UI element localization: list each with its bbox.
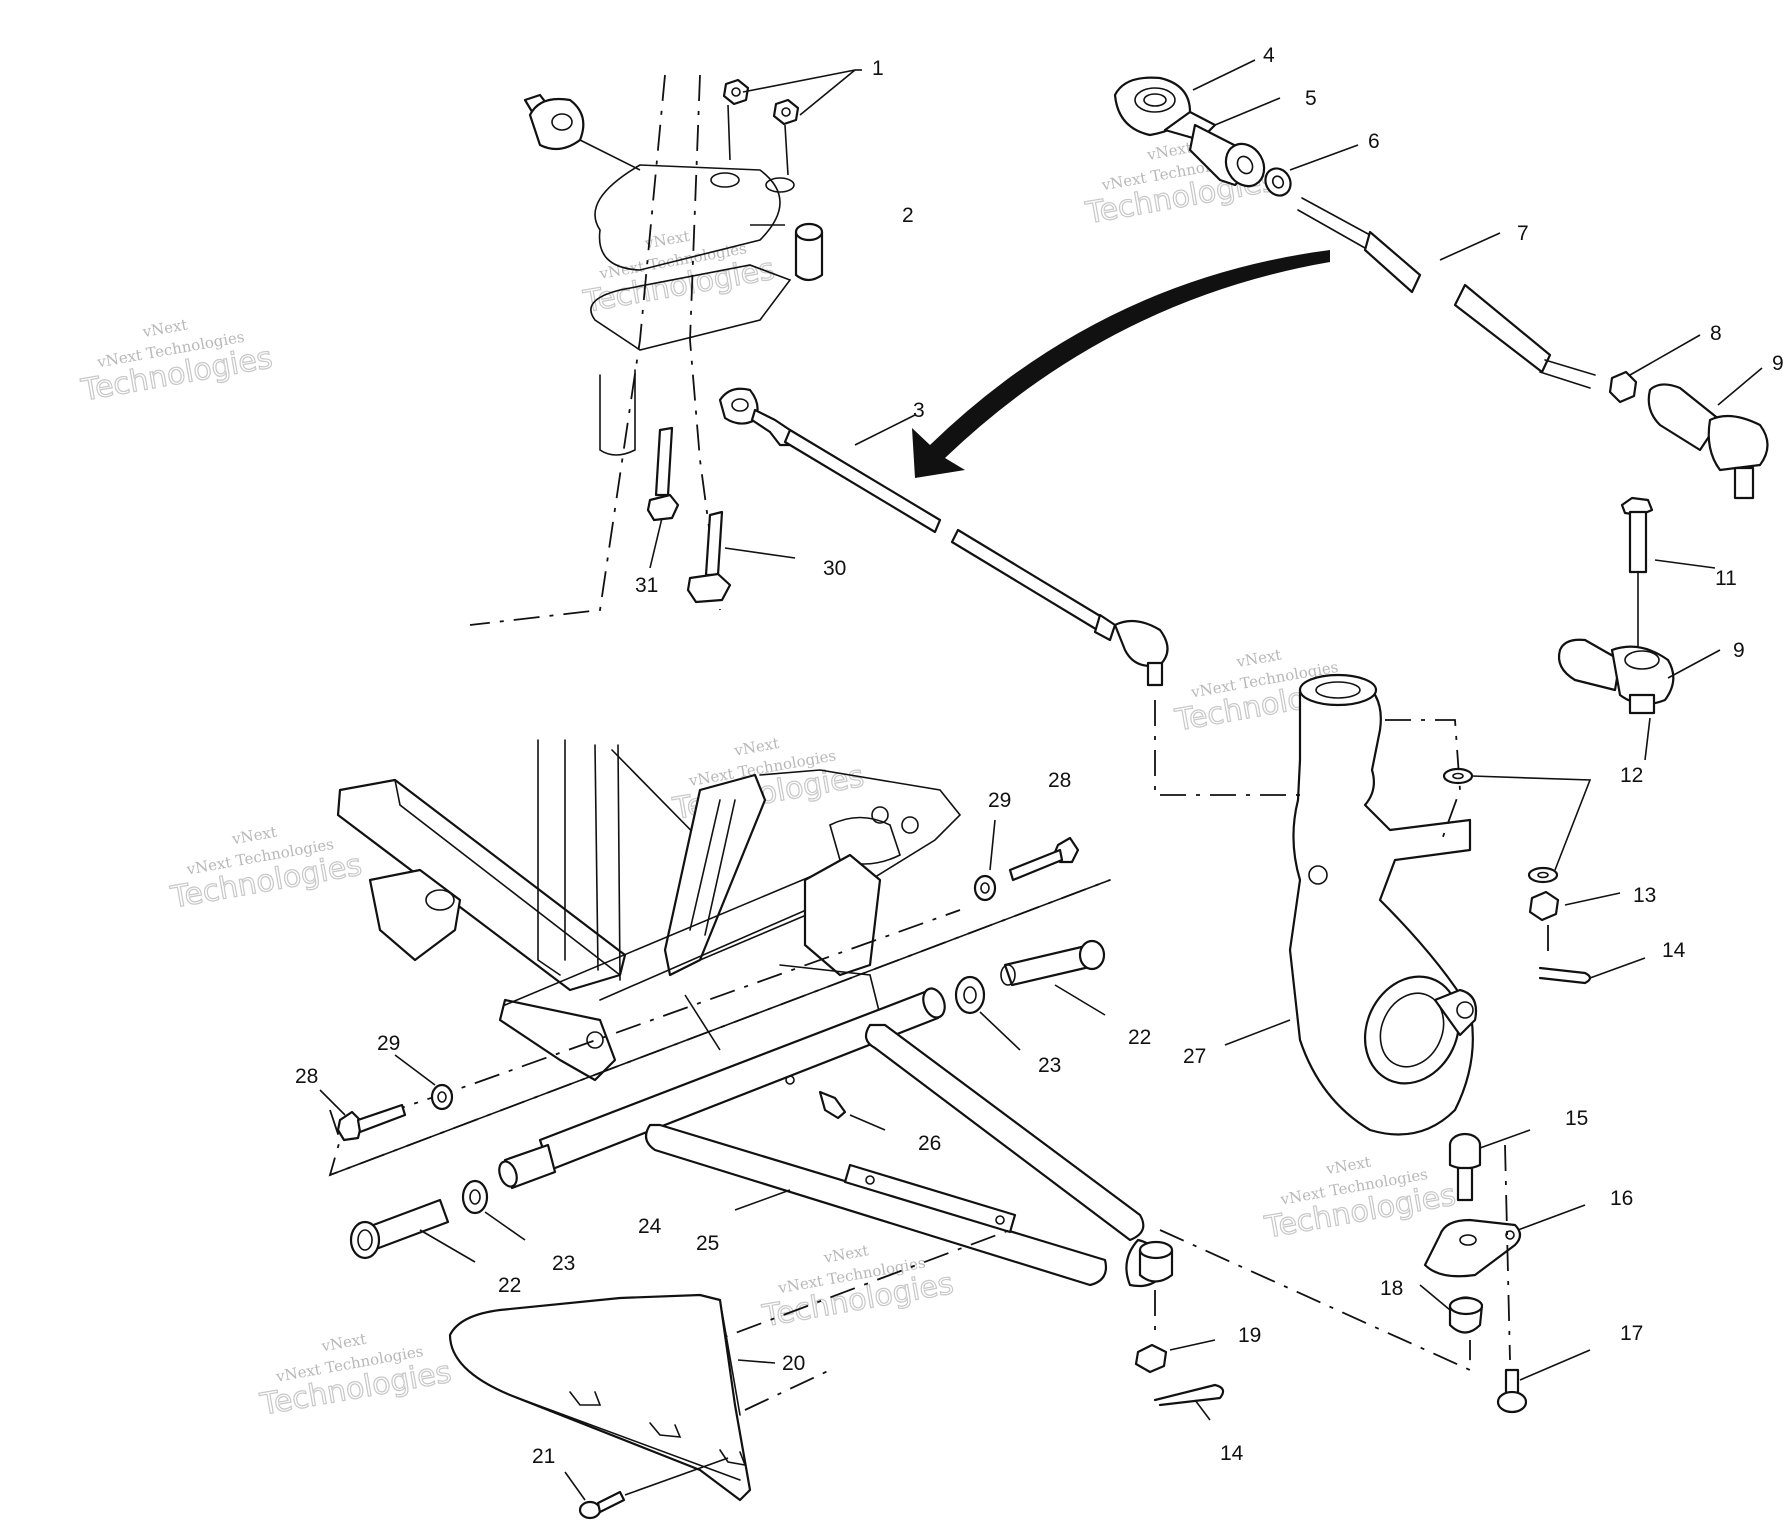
callout-14-lower: 14 [1220,1442,1244,1465]
part-5-sleeve [1188,123,1266,188]
pivot-axis-lines [328,879,1471,1372]
callout-20: 20 [782,1352,805,1375]
callout-22-rear: 22 [1128,1026,1151,1049]
callout-4: 4 [1263,44,1275,67]
rod-end-upper [523,93,641,171]
part-14-cotter-pin-upper [1538,966,1592,985]
part-17-screw [1496,1349,1591,1414]
part-30-bolt [686,510,796,604]
callout-28-front: 28 [295,1065,318,1088]
part-28-bolt-front [319,1089,407,1142]
callout-19: 19 [1238,1324,1261,1347]
part-28-bolt-rear [1008,836,1080,882]
part-15-bolt [1448,1129,1531,1202]
watermark-top: vNext [732,734,780,760]
frame-structure [336,739,962,1082]
part-25-a-arm [644,1023,1167,1288]
watermark-top: vNext [230,823,278,849]
callout-labels: 1 2 3 4 5 6 7 8 9 9 11 12 13 14 14 15 16… [295,44,1784,1468]
callout-31: 31 [635,574,658,597]
callout-6: 6 [1368,130,1380,153]
callout-27: 27 [1183,1045,1206,1068]
callout-21: 21 [532,1445,555,1468]
callout-29-rear: 29 [988,789,1011,812]
part-31-bolt [646,426,680,569]
part-20-skid-plate [448,1293,831,1502]
watermark: vNext vNext Technologies Technologies [256,1330,454,1424]
part-14-cotter-pin-lower [1153,1383,1225,1421]
callout-2: 2 [902,204,914,227]
callout-7: 7 [1517,222,1529,245]
callout-12: 12 [1620,764,1643,787]
part-23-washer-front [461,1179,526,1241]
callout-13: 13 [1633,884,1656,907]
part-29-washer-front [394,1054,454,1111]
callout-16: 16 [1610,1187,1633,1210]
watermark-top: vNext [140,315,188,341]
callout-26: 26 [918,1132,941,1155]
part-22-bushing-rear [1000,939,1106,1016]
callout-9-upper: 9 [1772,352,1784,375]
watermark: vNext vNext Technologies Technologies [580,227,778,321]
part-13-castle-nut [1528,890,1560,960]
callout-11: 11 [1715,567,1737,590]
steering-post-phantom [469,74,795,626]
part-27-steering-knuckle [1154,673,1478,1136]
callout-29-front: 29 [377,1032,400,1055]
callout-24: 24 [638,1215,662,1238]
callout-28-rear: 28 [1048,769,1071,792]
part-12-washer [1442,767,1592,884]
callout-3: 3 [913,399,925,422]
part-21-screw [564,1457,729,1520]
part-11-bolt [1620,496,1654,648]
watermark: vNext vNext Technologies Technologies [167,823,365,917]
part-7-adjuster-tube [1297,197,1596,389]
part-16-plate [1423,1144,1586,1361]
watermark: vNext vNext Technologies Technologies [759,1241,957,1335]
callout-14-upper: 14 [1662,939,1686,962]
part-3-tie-rod [718,387,1169,687]
part-26-grease-fitting [785,1075,886,1131]
part-23-washer-rear [954,975,1021,1051]
part-9-ball-joint-lower [1557,638,1675,715]
part-8-jam-nut [1608,370,1638,404]
part-24-pivot-tube [498,987,946,1190]
watermark-top: vNext [319,1330,367,1356]
callout-30: 30 [823,557,846,580]
direction-arrow [912,250,1330,478]
callout-8: 8 [1710,322,1722,345]
watermark-top: vNext [1234,646,1282,672]
part-1-nuts [722,78,800,176]
callout-17: 17 [1620,1322,1643,1345]
callout-15: 15 [1565,1107,1588,1130]
part-6-jam-nut [1264,167,1292,197]
callout-9-lower: 9 [1733,639,1745,662]
watermark: vNext vNext Technologies Technologies [78,315,276,409]
callout-23-front: 23 [552,1252,575,1275]
part-19-castle-nut [1134,1240,1216,1374]
watermark-top: vNext [821,1241,869,1267]
callout-18: 18 [1380,1277,1403,1300]
callout-25: 25 [696,1232,719,1255]
callout-1: 1 [872,57,884,80]
upper-leaders [742,59,1763,979]
watermark-top: vNext [1324,1153,1372,1179]
watermark: vNext vNext Technologies Technologies [1261,1153,1459,1247]
callout-22-front: 22 [498,1274,521,1297]
part-29-washer-rear [973,819,997,902]
watermark-top: vNext [1145,138,1193,164]
callout-23-rear: 23 [1038,1054,1061,1077]
part-18-ball-joint [1419,1284,1484,1334]
part-2-spacer [750,222,824,282]
part-9-ball-joint-upper [1647,383,1769,500]
callout-5: 5 [1305,87,1317,110]
part-22-bushing-front [349,1198,476,1263]
